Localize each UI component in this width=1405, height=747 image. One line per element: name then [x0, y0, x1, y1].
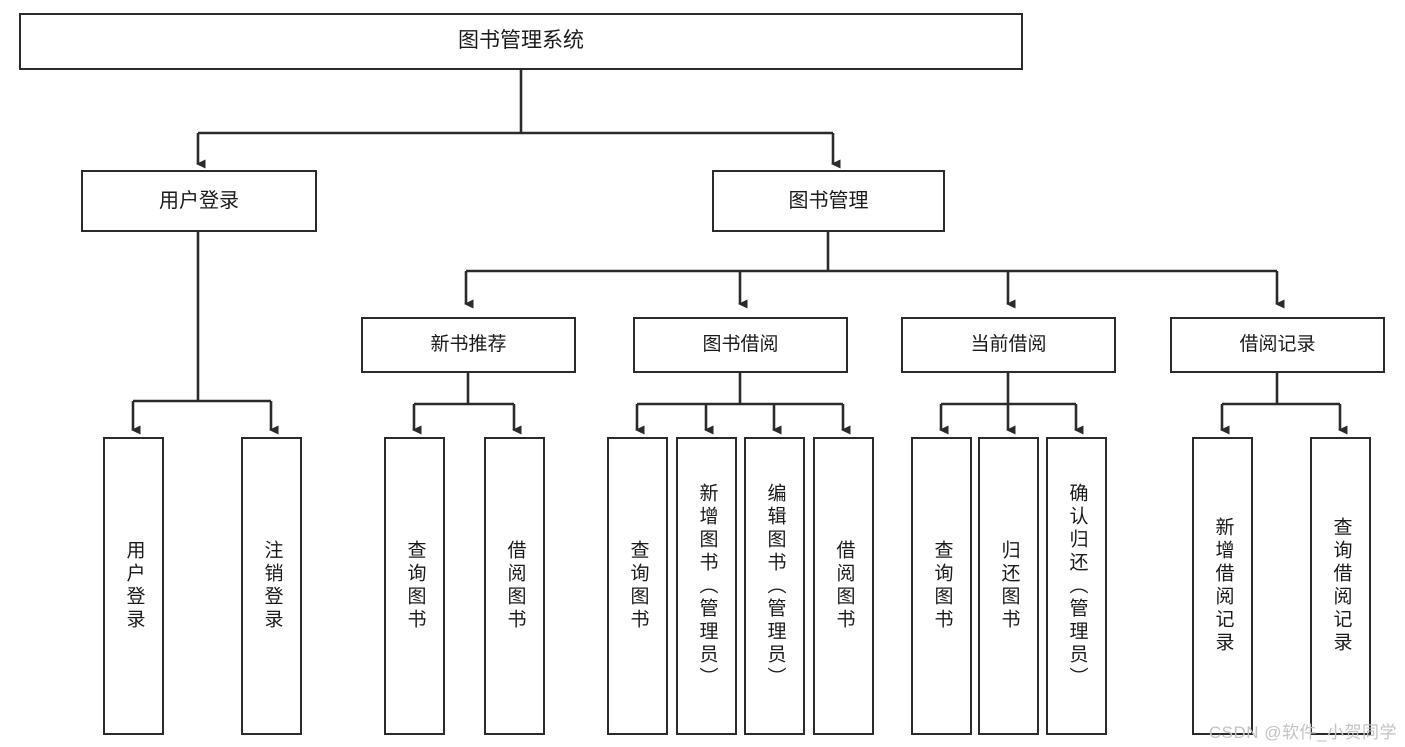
- node-label: 新书推荐: [430, 334, 507, 356]
- node-leaf-query-borrow-record[interactable]: 查询借阅记录: [1310, 437, 1371, 735]
- node-book-borrow[interactable]: 图书借阅: [633, 317, 848, 373]
- node-leaf-borrow-book-2[interactable]: 借阅图书: [813, 437, 874, 735]
- node-borrow-record[interactable]: 借阅记录: [1170, 317, 1385, 373]
- node-leaf-return-book[interactable]: 归还图书: [978, 437, 1039, 735]
- node-label: 查询图书: [627, 540, 649, 632]
- watermark-csdn: CSDN @软件_小贺同学: [1208, 723, 1397, 742]
- node-label: 图书管理系统: [458, 29, 584, 53]
- node-leaf-add-book[interactable]: 新增图书（管理员）: [676, 437, 737, 735]
- node-label: 查询图书: [404, 540, 426, 632]
- node-book-management[interactable]: 图书管理: [712, 170, 945, 232]
- node-label: 新增借阅记录: [1212, 517, 1234, 655]
- node-leaf-logout-login[interactable]: 注销登录: [241, 437, 302, 735]
- node-label: 图书借阅: [702, 334, 779, 356]
- node-label: 图书管理: [788, 189, 869, 212]
- node-current-borrow[interactable]: 当前借阅: [901, 317, 1116, 373]
- node-label: 借阅图书: [504, 540, 526, 632]
- node-label: 新增图书（管理员）: [696, 482, 718, 690]
- node-leaf-confirm-return[interactable]: 确认归还（管理员）: [1046, 437, 1107, 735]
- node-label: 查询借阅记录: [1330, 517, 1352, 655]
- node-label: 归还图书: [998, 540, 1020, 632]
- node-label: 借阅图书: [833, 540, 855, 632]
- node-leaf-query-book-2[interactable]: 查询图书: [607, 437, 668, 735]
- node-label: 当前借阅: [970, 334, 1047, 356]
- node-user-login[interactable]: 用户登录: [81, 170, 317, 232]
- node-label: 确认归还（管理员）: [1066, 482, 1088, 690]
- node-leaf-query-book-3[interactable]: 查询图书: [911, 437, 972, 735]
- node-leaf-edit-book[interactable]: 编辑图书（管理员）: [744, 437, 805, 735]
- node-new-book-recommend[interactable]: 新书推荐: [361, 317, 576, 373]
- node-label: 用户登录: [159, 189, 239, 212]
- node-leaf-query-book-1[interactable]: 查询图书: [384, 437, 445, 735]
- node-label: 查询图书: [931, 540, 953, 632]
- node-leaf-borrow-book-1[interactable]: 借阅图书: [484, 437, 545, 735]
- node-leaf-add-borrow-record[interactable]: 新增借阅记录: [1192, 437, 1253, 735]
- node-root-system[interactable]: 图书管理系统: [19, 13, 1023, 70]
- node-leaf-user-login[interactable]: 用户登录: [103, 437, 164, 735]
- node-label: 用户登录: [123, 540, 145, 632]
- node-label: 编辑图书（管理员）: [764, 482, 786, 690]
- node-label: 借阅记录: [1239, 334, 1316, 356]
- node-label: 注销登录: [261, 540, 283, 632]
